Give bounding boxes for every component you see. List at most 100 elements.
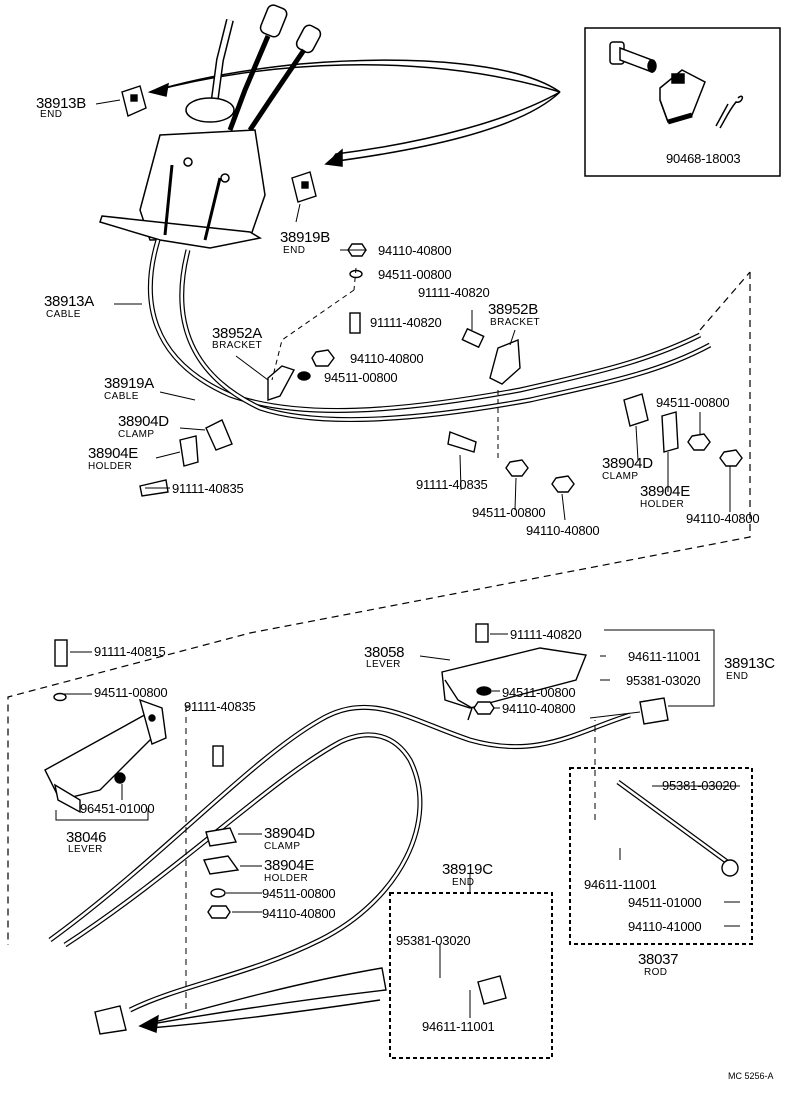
label-38952A: 38952A bbox=[212, 325, 262, 342]
washer-94511-e-icon bbox=[53, 692, 67, 702]
yoke-end-icon bbox=[659, 69, 706, 125]
rod-38037-icon bbox=[616, 779, 739, 877]
label-91111-40835-b: 91111-40835 bbox=[416, 477, 488, 492]
label-94110-40800-c: 94110-40800 bbox=[526, 523, 600, 538]
label-91111-40820-c: 91111-40820 bbox=[510, 627, 582, 642]
label-38037: 38037 bbox=[638, 951, 679, 968]
cable-38913A bbox=[147, 239, 712, 423]
clamp-38904D-icon bbox=[205, 419, 233, 451]
label-94611-11001-b: 94611-11001 bbox=[584, 877, 657, 892]
lower-cables bbox=[48, 704, 631, 1013]
label-38913B: 38913B bbox=[36, 95, 86, 112]
bolt-91111-40820b-icon bbox=[461, 327, 485, 349]
label-94611-11001-c: 94611-11001 bbox=[422, 1019, 495, 1034]
sub-38037: ROD bbox=[644, 967, 668, 978]
sub-38952A: BRACKET bbox=[212, 340, 263, 351]
label-38904D-a: 38904D bbox=[118, 413, 169, 430]
sub-38904E-a: HOLDER bbox=[88, 461, 133, 472]
nut-94110-d-icon bbox=[719, 449, 743, 467]
sub-38913C: END bbox=[726, 671, 749, 682]
lower-boxes bbox=[185, 706, 753, 1059]
bolt-91111-40820-icon bbox=[349, 312, 361, 334]
label-96451-01000: 96451-01000 bbox=[80, 801, 155, 816]
lever-38046-icon bbox=[44, 698, 167, 814]
label-94511-00800-f: 94511-00800 bbox=[502, 685, 576, 700]
label-38904E-b: 38904E bbox=[640, 483, 690, 500]
label-38058: 38058 bbox=[364, 644, 405, 661]
bolt-91111-40820c-icon bbox=[475, 623, 489, 643]
upper-small-parts bbox=[121, 85, 743, 497]
nut-94110-f-icon bbox=[207, 905, 231, 919]
label-94611-11001-a: 94611-11001 bbox=[628, 649, 701, 664]
label-94511-00800-c: 94511-00800 bbox=[656, 395, 730, 410]
sub-38904D-a: CLAMP bbox=[118, 429, 155, 440]
nut-94110-b-icon bbox=[311, 349, 335, 367]
label-38919A: 38919A bbox=[104, 375, 154, 392]
label-38919B: 38919B bbox=[280, 229, 330, 246]
label-91111-40815: 91111-40815 bbox=[94, 644, 166, 659]
sub-38919A: CABLE bbox=[104, 391, 139, 402]
label-38904E-a: 38904E bbox=[88, 445, 138, 462]
pointer-arrows-top bbox=[147, 59, 561, 167]
washer-94511-d-icon bbox=[687, 433, 711, 451]
label-38919C: 38919C bbox=[442, 861, 493, 878]
nut-94110-e-icon bbox=[473, 701, 495, 715]
shift-lever-housing bbox=[99, 4, 322, 249]
label-38046: 38046 bbox=[66, 829, 107, 846]
sub-38919C: END bbox=[452, 877, 475, 888]
clip-96451-icon bbox=[114, 772, 126, 784]
sub-38952B: BRACKET bbox=[490, 317, 541, 328]
sub-38046: LEVER bbox=[68, 844, 103, 855]
sub-38904D-b: CLAMP bbox=[602, 471, 639, 482]
label-94511-00800-a: 94511-00800 bbox=[378, 267, 452, 282]
figure-reference: MC 5256-A bbox=[728, 1071, 774, 1081]
label-94110-40800-e: 94110-40800 bbox=[502, 701, 576, 716]
sub-38904D-c: CLAMP bbox=[264, 841, 301, 852]
holder-38904E-c-icon bbox=[203, 855, 240, 875]
label-38913A: 38913A bbox=[44, 293, 94, 310]
label-91111-40835-c: 91111-40835 bbox=[184, 699, 256, 714]
label-94110-40800-d: 94110-40800 bbox=[686, 511, 760, 526]
nut-94110-c-icon bbox=[551, 475, 575, 493]
sub-38904E-b: HOLDER bbox=[640, 499, 685, 510]
label-38913C: 38913C bbox=[724, 655, 775, 672]
sub-38913A: CABLE bbox=[46, 309, 81, 320]
label-94110-40800-f: 94110-40800 bbox=[262, 906, 336, 921]
lower-arrows bbox=[138, 967, 387, 1033]
sub-38904E-c: HOLDER bbox=[264, 873, 309, 884]
end-38913C-icon bbox=[639, 697, 669, 725]
label-94110-40800-a: 94110-40800 bbox=[378, 243, 452, 258]
label-38904E-c: 38904E bbox=[264, 857, 314, 874]
inset-box bbox=[584, 27, 781, 177]
end-38919B-icon bbox=[291, 171, 317, 203]
label-38904D-b: 38904D bbox=[602, 455, 653, 472]
washer-94511-f-icon bbox=[476, 686, 492, 696]
bolt-91111-40835c-icon bbox=[212, 745, 224, 767]
label-94110-40800-b: 94110-40800 bbox=[350, 351, 424, 366]
spring-clip-icon bbox=[715, 95, 744, 129]
label-94110-41000: 94110-41000 bbox=[628, 919, 702, 934]
nut-94511-c-icon bbox=[505, 459, 529, 477]
sub-38913B: END bbox=[40, 109, 63, 120]
sub-38919B: END bbox=[283, 245, 306, 256]
label-95381-03020-b: 95381-03020 bbox=[662, 778, 737, 793]
label-91111-40835-a: 91111-40835 bbox=[172, 481, 244, 496]
label-90468-18003: 90468-18003 bbox=[666, 151, 741, 166]
label-94511-00800-e: 94511-00800 bbox=[94, 685, 168, 700]
label-91111-40820-a: 91111-40820 bbox=[418, 285, 490, 300]
clevis-pin-icon bbox=[609, 41, 657, 74]
sub-38058: LEVER bbox=[366, 659, 401, 670]
label-91111-40820-b: 91111-40820 bbox=[370, 315, 442, 330]
end-38919C-icon bbox=[477, 975, 507, 1005]
washer-94511-b-icon bbox=[297, 371, 311, 381]
label-94511-00800-b: 94511-00800 bbox=[324, 370, 398, 385]
lower-parts bbox=[44, 623, 739, 1035]
lower-leaders bbox=[55, 629, 740, 1018]
label-94511-00800-g: 94511-00800 bbox=[262, 886, 336, 901]
label-95381-03020-a: 95381-03020 bbox=[626, 673, 701, 688]
bracket-38952A-icon bbox=[267, 365, 296, 401]
label-38904D-c: 38904D bbox=[264, 825, 315, 842]
bolt-91111-40815-icon bbox=[54, 639, 68, 667]
clamp-38904D-b-icon bbox=[623, 393, 649, 427]
